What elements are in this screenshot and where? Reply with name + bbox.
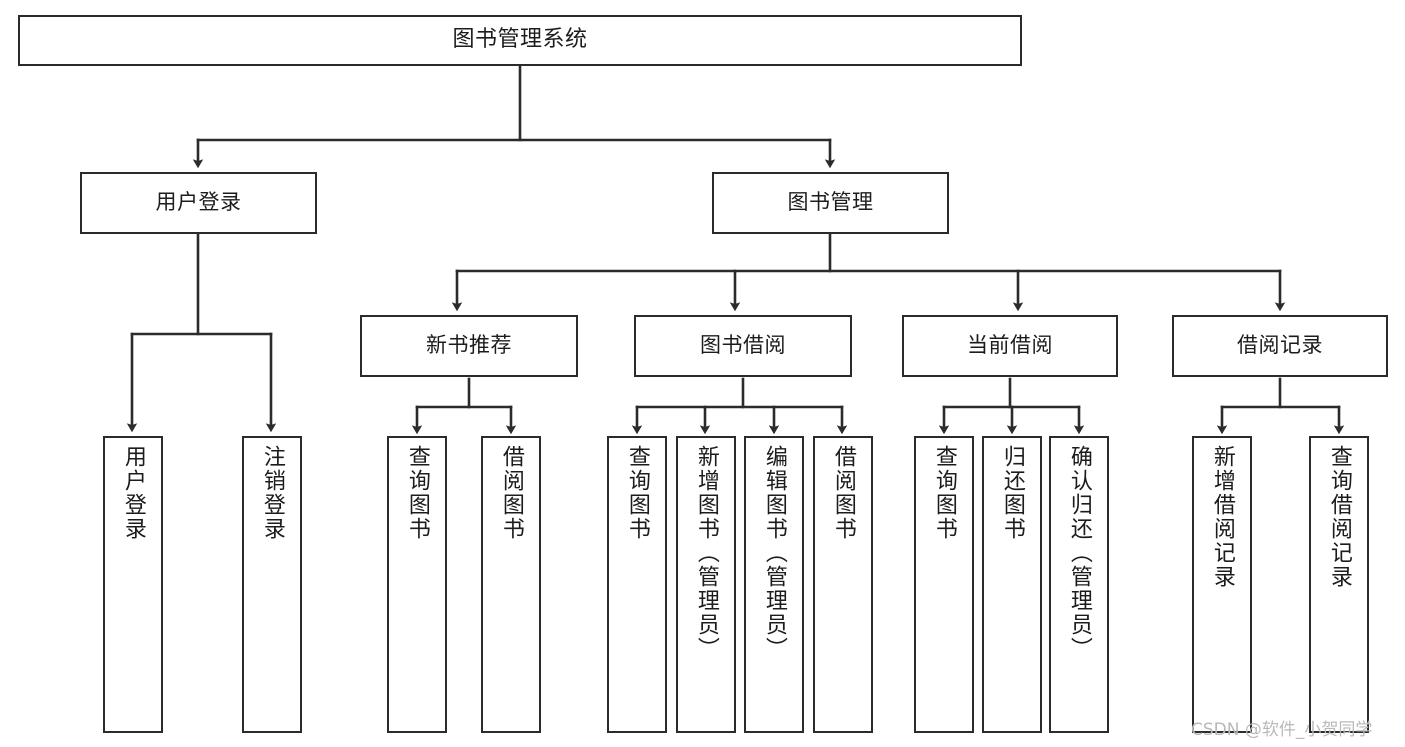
node-borrow-record[interactable]: 借阅记录 [1172, 315, 1388, 377]
node-label: 图书管理 [787, 190, 874, 215]
leaf-label: 新增借阅记录 [1209, 445, 1235, 589]
node-label: 新书推荐 [426, 333, 512, 358]
leaf-borrow-book-recommend[interactable]: 借阅图书 [481, 436, 541, 733]
node-new-book-recommendation[interactable]: 新书推荐 [360, 315, 578, 377]
csdn-watermark: CSDN @软件_小贺同学 [1191, 720, 1373, 740]
node-label: 图书借阅 [700, 333, 786, 358]
leaf-label: 查询图书 [404, 445, 430, 541]
leaf-label: 用户登录 [120, 445, 146, 541]
leaf-confirm-return-admin[interactable]: 确认归还（管理员） [1049, 436, 1109, 733]
node-user-login[interactable]: 用户登录 [80, 172, 317, 234]
node-current-borrow[interactable]: 当前借阅 [902, 315, 1118, 377]
leaf-return-book[interactable]: 归还图书 [982, 436, 1042, 733]
node-label: 用户登录 [155, 190, 242, 215]
node-label: 当前借阅 [967, 333, 1053, 358]
leaf-user-login[interactable]: 用户登录 [103, 436, 163, 733]
leaf-query-borrow-record[interactable]: 查询借阅记录 [1309, 436, 1369, 733]
leaf-logout-login[interactable]: 注销登录 [242, 436, 302, 733]
leaf-label: 借阅图书 [498, 445, 524, 541]
leaf-label: 注销登录 [259, 445, 285, 541]
leaf-label: 新增图书（管理员） [693, 445, 719, 661]
leaf-label: 查询借阅记录 [1326, 445, 1352, 589]
leaf-borrow-book[interactable]: 借阅图书 [813, 436, 873, 733]
leaf-label: 编辑图书（管理员） [761, 445, 787, 661]
node-label: 图书管理系统 [452, 27, 588, 53]
node-root-system[interactable]: 图书管理系统 [18, 15, 1022, 66]
node-label: 借阅记录 [1237, 333, 1323, 358]
leaf-query-book-current[interactable]: 查询图书 [914, 436, 974, 733]
node-book-management[interactable]: 图书管理 [712, 172, 949, 234]
leaf-label: 确认归还（管理员） [1066, 445, 1092, 661]
leaf-query-book-recommend[interactable]: 查询图书 [387, 436, 447, 733]
node-book-borrow[interactable]: 图书借阅 [634, 315, 852, 377]
leaf-label: 归还图书 [999, 445, 1025, 541]
leaf-label: 借阅图书 [830, 445, 856, 541]
leaf-add-borrow-record[interactable]: 新增借阅记录 [1192, 436, 1252, 733]
leaf-label: 查询图书 [931, 445, 957, 541]
leaf-edit-book-admin[interactable]: 编辑图书（管理员） [744, 436, 804, 733]
leaf-query-book-borrow[interactable]: 查询图书 [607, 436, 667, 733]
leaf-add-book-admin[interactable]: 新增图书（管理员） [676, 436, 736, 733]
leaf-label: 查询图书 [624, 445, 650, 541]
